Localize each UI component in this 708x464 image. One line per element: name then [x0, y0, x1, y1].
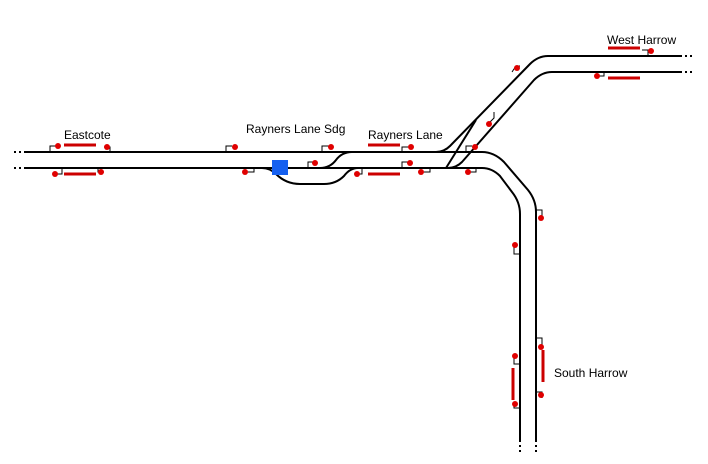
signal-icon[interactable] — [648, 48, 654, 54]
signal-icon[interactable] — [465, 169, 471, 175]
signal-icon[interactable] — [512, 401, 518, 407]
signal-post — [465, 145, 472, 152]
signal-post — [470, 168, 477, 173]
station-label-eastcote: Eastcote — [64, 128, 111, 142]
signal-post — [307, 161, 314, 168]
track-lower-main[interactable] — [24, 71, 680, 169]
signal-icon[interactable] — [408, 144, 414, 150]
signal-post — [642, 49, 649, 56]
signal-icon[interactable] — [328, 144, 334, 150]
signal-icon[interactable] — [354, 171, 360, 177]
signal-icon[interactable] — [312, 160, 318, 166]
track-south-harrow-down[interactable] — [436, 151, 537, 440]
signals — [52, 48, 654, 407]
track-south-harrow-up[interactable] — [448, 167, 521, 440]
signal-post — [424, 168, 431, 173]
signal-icon[interactable] — [512, 353, 518, 359]
signal-icon[interactable] — [512, 242, 518, 248]
signal-post — [401, 146, 408, 152]
track-crossover-west[interactable] — [319, 151, 353, 169]
track-upper-main[interactable] — [24, 55, 680, 153]
signal-post — [248, 168, 255, 173]
train-icon[interactable] — [272, 160, 288, 175]
track-crossover-junction[interactable] — [445, 119, 477, 169]
signal-icon[interactable] — [55, 143, 61, 149]
signal-icon[interactable] — [594, 73, 600, 79]
station-label-west-harrow: West Harrow — [607, 33, 676, 47]
signal-icon[interactable] — [418, 169, 424, 175]
signal-icon[interactable] — [52, 171, 58, 177]
signal-icon[interactable] — [407, 160, 413, 166]
signal-post — [321, 145, 330, 152]
signal-icon[interactable] — [232, 144, 238, 150]
signal-icon[interactable] — [98, 169, 104, 175]
tracks — [14, 55, 692, 452]
signal-post — [225, 145, 232, 152]
signal-post — [401, 161, 408, 168]
station-label-south-harrow: South Harrow — [554, 366, 628, 380]
signal-icon[interactable] — [538, 344, 544, 350]
signal-icon[interactable] — [242, 169, 248, 175]
station-label-rayners-lane-sdg: Rayners Lane Sdg — [246, 122, 345, 136]
signal-icon[interactable] — [538, 392, 544, 398]
signal-icon[interactable] — [104, 144, 110, 150]
signal-post — [513, 246, 520, 255]
signal-post — [49, 145, 56, 152]
platforms — [64, 46, 640, 400]
signal-post — [536, 337, 543, 346]
signal-icon[interactable] — [514, 65, 520, 71]
signal-icon[interactable] — [486, 121, 492, 127]
signal-icon[interactable] — [538, 215, 544, 221]
station-label-rayners-lane: Rayners Lane — [368, 128, 443, 142]
signal-posts — [49, 49, 649, 409]
signal-icon[interactable] — [472, 144, 478, 150]
